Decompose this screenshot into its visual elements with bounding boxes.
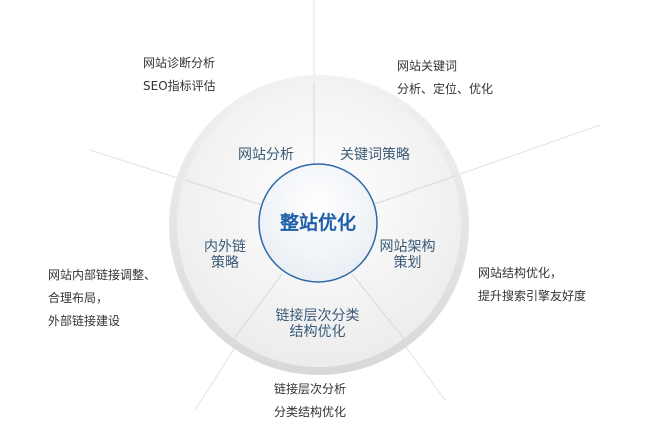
segment-link-structure: 链接层次分类 结构优化 bbox=[265, 308, 370, 340]
segment-label: 关键词策略 bbox=[340, 147, 410, 163]
note-line: 外部链接建设 bbox=[48, 314, 121, 328]
note-link-hierarchy: 链接层次分析 分类结构优化 bbox=[274, 378, 346, 424]
center-label: 整站优化 bbox=[279, 212, 356, 234]
note-site-structure: 网站结构优化， 提升搜索引擎友好度 bbox=[478, 262, 586, 308]
note-line: 网站内部链接调整、 bbox=[48, 268, 157, 282]
segment-label: 链接层次分类 bbox=[275, 308, 360, 324]
center-circle bbox=[258, 163, 378, 283]
note-line: 分类结构优化 bbox=[274, 405, 347, 419]
note-line: 提升搜索引擎友好度 bbox=[478, 289, 587, 303]
segment-link-strategy: 内外链 策略 bbox=[195, 239, 255, 271]
segment-label: 网站分析 bbox=[238, 147, 294, 163]
note-line: 网站关键词 bbox=[397, 59, 458, 73]
note-internal-external-links: 网站内部链接调整、 合理布局， 外部链接建设 bbox=[48, 264, 156, 333]
segment-label: 结构优化 bbox=[289, 324, 346, 340]
note-keywords: 网站关键词 分析、定位、优化 bbox=[397, 55, 493, 101]
segment-keyword-strategy: 关键词策略 bbox=[330, 147, 420, 163]
note-line: SEO指标评估 bbox=[143, 79, 216, 93]
note-line: 链接层次分析 bbox=[274, 382, 347, 396]
segment-label: 网站架构 bbox=[379, 239, 436, 255]
note-line: 网站诊断分析 bbox=[143, 56, 216, 70]
segment-label: 内外链 bbox=[204, 239, 246, 255]
segment-website-analysis: 网站分析 bbox=[226, 147, 306, 163]
segment-label: 策略 bbox=[211, 255, 239, 271]
note-line: 合理布局， bbox=[48, 291, 109, 305]
segment-site-architecture: 网站架构 策划 bbox=[370, 239, 445, 271]
note-website-analysis: 网站诊断分析 SEO指标评估 bbox=[143, 52, 216, 98]
note-line: 网站结构优化， bbox=[478, 266, 563, 280]
segment-dividers bbox=[184, 83, 456, 341]
note-line: 分析、定位、优化 bbox=[397, 82, 494, 96]
segment-label: 策划 bbox=[393, 255, 422, 271]
